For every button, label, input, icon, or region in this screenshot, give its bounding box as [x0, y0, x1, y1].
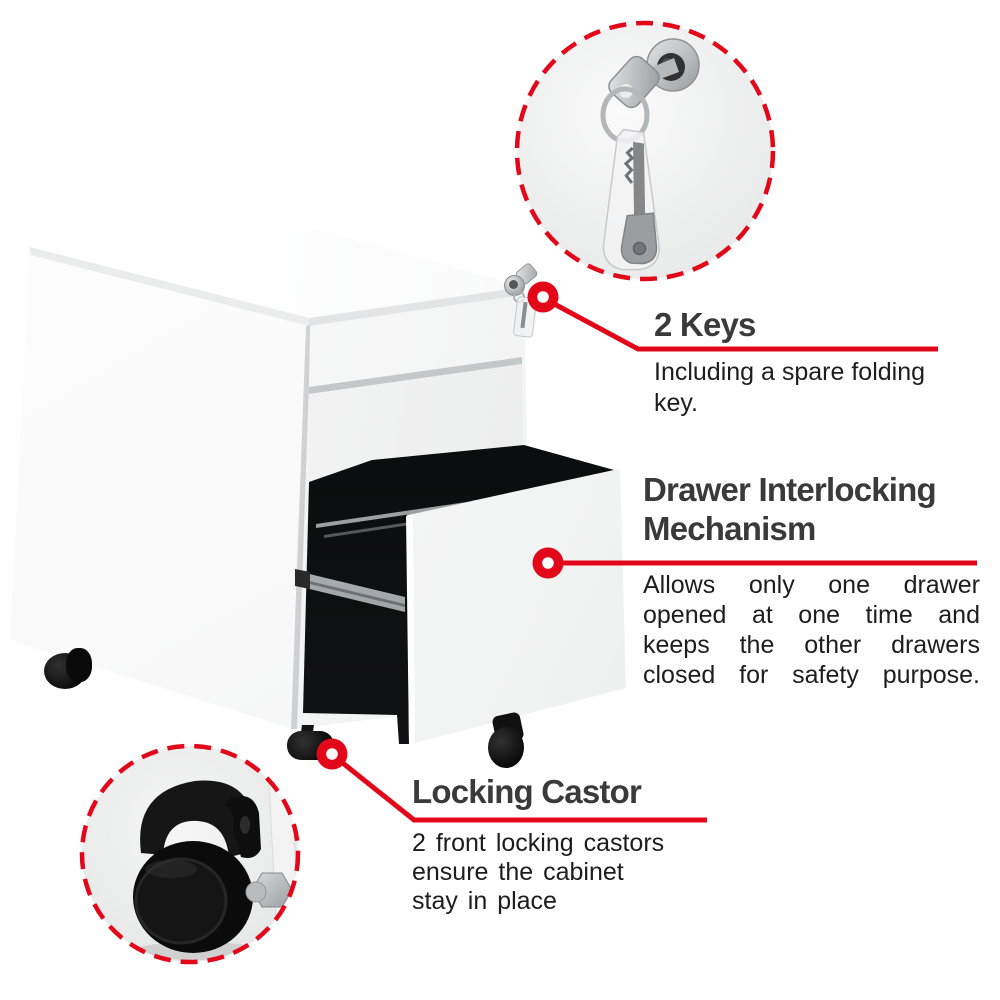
- keys-callout-line: [543, 296, 938, 352]
- interlock-description-line: closed for safety purpose.: [643, 661, 980, 689]
- keys-description-line: key.: [654, 389, 698, 417]
- interlock-description-line: Allows only one drawer: [643, 571, 980, 599]
- castor-description: 2 front locking castors ensure the cabin…: [412, 829, 664, 916]
- castor-description-line: ensure the cabinet: [412, 858, 624, 886]
- drawer-caster-wheel: [488, 727, 524, 768]
- interlock-title: Drawer Interlocking Mechanism: [643, 471, 937, 547]
- keys-description: Including a spare folding key.: [654, 357, 925, 419]
- keys-photo-inset: [514, 20, 776, 282]
- inset-dashed-ring: [79, 743, 301, 965]
- interlock-description: Allows only one drawer opened at one tim…: [643, 570, 980, 690]
- castor-description-line: stay in place: [412, 887, 557, 915]
- interlock-callout-marker: [532, 547, 564, 579]
- castor-photo-inset: [79, 743, 301, 965]
- castor-description-line: 2 front locking castors: [412, 829, 665, 857]
- rear-caster-wheel-inner: [66, 648, 92, 682]
- castor-title: Locking Castor: [412, 773, 642, 810]
- folding-spare-key-icon: [602, 128, 660, 271]
- castor-callout-marker: [316, 738, 348, 770]
- keys-description-line: Including a spare folding: [654, 358, 926, 386]
- keys-callout-marker: [527, 281, 559, 313]
- keys-title: 2 Keys: [654, 306, 756, 343]
- castor-callout-line: [332, 754, 707, 823]
- interlock-description-line: keeps the other drawers: [643, 631, 980, 659]
- inset-dashed-ring: [514, 20, 776, 282]
- drawer-lock-core: [509, 280, 518, 289]
- locking-caster-icon: [133, 780, 293, 953]
- interlock-description-line: opened at one time and: [643, 601, 980, 629]
